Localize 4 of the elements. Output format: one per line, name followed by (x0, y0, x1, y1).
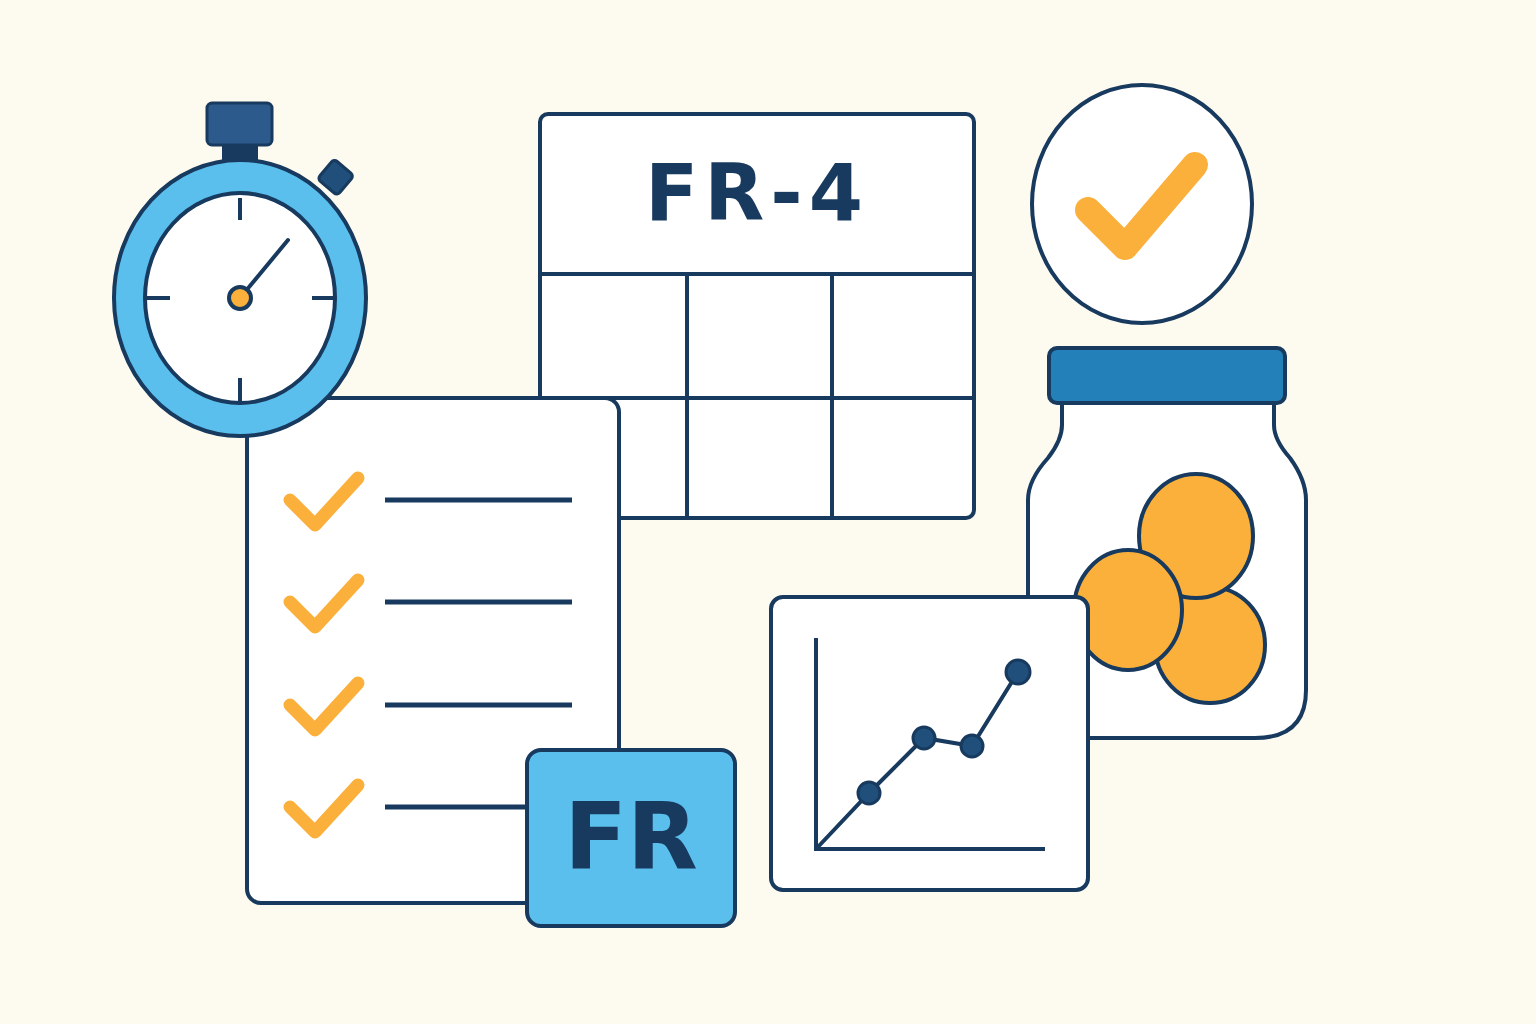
table-card (538, 112, 976, 520)
badge-text: FR (563, 788, 699, 888)
table-heading: FR-4 (644, 148, 870, 238)
label-badge (525, 748, 737, 928)
